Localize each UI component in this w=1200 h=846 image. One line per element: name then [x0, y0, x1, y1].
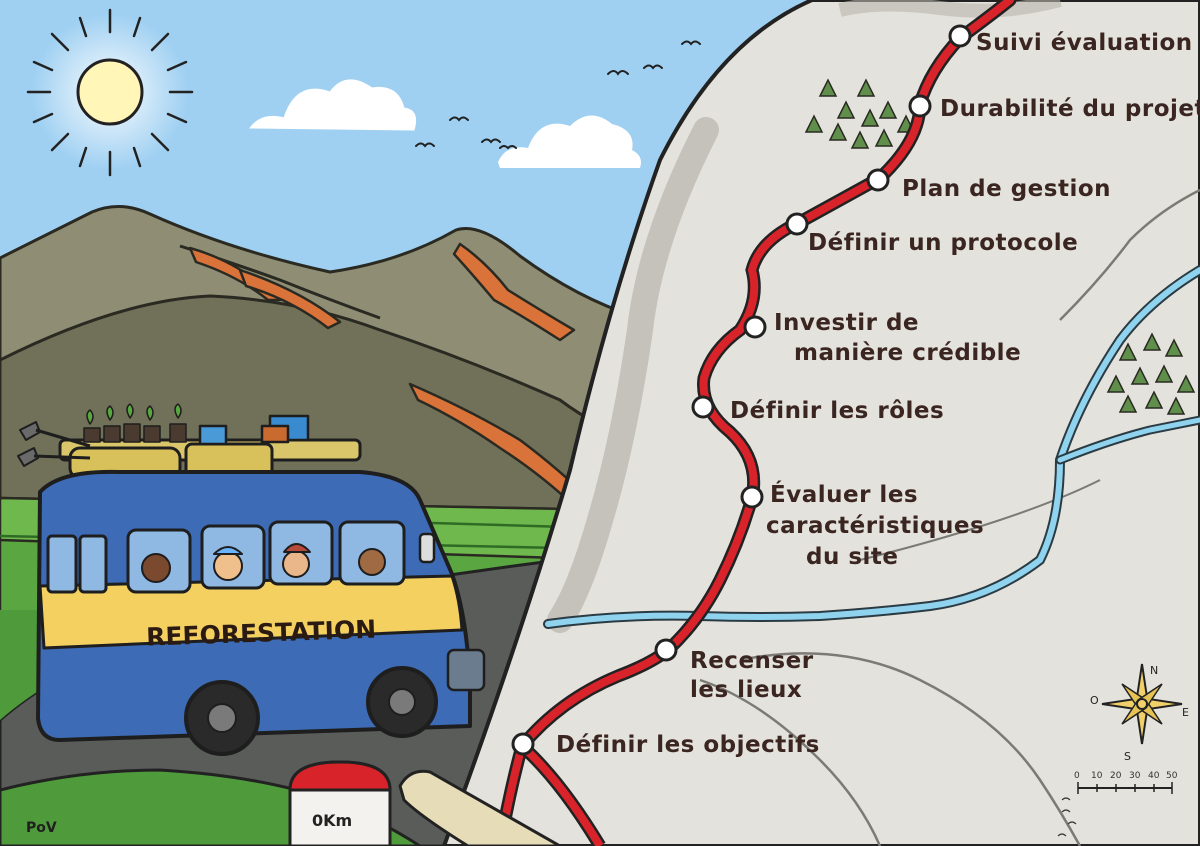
map-paper — [441, 0, 1200, 846]
route-stop-icon — [866, 168, 890, 192]
bus-stripe — [38, 574, 464, 650]
route-step: Plan de gestion — [866, 168, 1111, 202]
route-step: Investir de manière crédible — [743, 310, 1021, 366]
passengers — [141, 543, 386, 583]
wheel-icon — [366, 666, 438, 738]
cloud — [498, 115, 641, 168]
birds — [415, 40, 701, 150]
step-label: caractéristiques — [766, 513, 984, 539]
route-stop-icon — [785, 212, 809, 236]
compass-east: E — [1182, 706, 1189, 719]
step-label: Suivi évaluation — [976, 30, 1193, 56]
step-label: Définir les rôles — [730, 398, 944, 424]
route-step: Durabilité du projet — [908, 94, 1200, 122]
terrain-contour — [699, 678, 882, 846]
compass-rose-icon: N E S O — [1090, 663, 1189, 763]
step-label: Définir un protocole — [808, 230, 1078, 256]
route-step: Définir un protocole — [785, 212, 1078, 256]
forest-icon — [804, 78, 916, 149]
step-label: du site — [806, 544, 899, 570]
route-stop-icon — [743, 315, 767, 339]
cloud — [249, 79, 417, 131]
sun-icon — [26, 8, 194, 177]
scale-tick: 50 — [1166, 771, 1178, 781]
terrain-contour — [547, 117, 719, 633]
compass-south: S — [1124, 750, 1131, 763]
terrain-contour — [1059, 188, 1200, 321]
step-label: les lieux — [690, 677, 802, 703]
route-step: Recenser les lieux — [654, 638, 814, 703]
scale-tick: 30 — [1129, 771, 1141, 781]
wheel-icon — [184, 680, 260, 756]
compass-west: O — [1090, 694, 1099, 707]
scale-bar: 0 10 20 30 40 50 — [1057, 771, 1178, 837]
step-label: Durabilité du projet — [940, 96, 1200, 122]
route-stop-icon — [948, 24, 972, 48]
kilometer-marker: 0Km — [288, 760, 392, 846]
step-label: manière crédible — [794, 340, 1021, 366]
svg-text:Définir les objectifs: Définir les objectifs — [556, 732, 820, 758]
terrain-contour — [739, 652, 1082, 846]
route-stop-icon — [511, 732, 535, 756]
artist-signature: PoV — [26, 820, 57, 836]
route-step: Évaluer les caractéristiques du site — [740, 480, 984, 570]
svg-text:Définir un protocole: Définir un protocole — [808, 230, 1078, 256]
route-stop-icon — [691, 395, 715, 419]
scale-tick: 20 — [1110, 771, 1122, 781]
route-step: Définir les rôles — [691, 395, 944, 424]
seedlings-icon — [83, 403, 187, 443]
step-label: Évaluer les — [770, 480, 918, 508]
route-branch — [519, 743, 604, 846]
terrain-contour — [859, 479, 1101, 561]
terrain-contour — [838, 0, 1062, 18]
svg-text:Plan de gestion: Plan de gestion — [902, 176, 1111, 202]
scale-tick: 40 — [1148, 771, 1160, 781]
step-label: Plan de gestion — [902, 176, 1111, 202]
route-line — [496, 0, 1014, 846]
svg-text:Définir les rôles: Définir les rôles — [730, 398, 944, 424]
forest-icon — [1106, 332, 1196, 415]
compass-north: N — [1150, 664, 1158, 677]
shovels-icon — [17, 421, 91, 467]
lava-streams — [188, 242, 592, 506]
route-stop-icon — [908, 94, 932, 118]
kilometer-marker-label: 0Km — [312, 811, 352, 830]
scale-tick: 0 — [1074, 771, 1080, 781]
bus — [17, 403, 486, 756]
route-stop-icon — [740, 485, 764, 509]
svg-text:Suivi évaluation: Suivi évaluation — [976, 30, 1193, 56]
bus-windows — [46, 520, 406, 594]
svg-text:Durabilité du projet: Durabilité du projet — [940, 96, 1200, 122]
map-roll — [398, 769, 564, 846]
river — [1057, 417, 1200, 463]
route-stop-icon — [654, 638, 678, 662]
scale-tick: 10 — [1091, 771, 1103, 781]
route-step: Définir les objectifs — [511, 732, 820, 758]
step-label: Définir les objectifs — [556, 732, 820, 758]
route-step: Suivi évaluation — [948, 24, 1193, 56]
step-label: Investir de — [774, 310, 919, 336]
step-label: Recenser — [690, 648, 814, 674]
